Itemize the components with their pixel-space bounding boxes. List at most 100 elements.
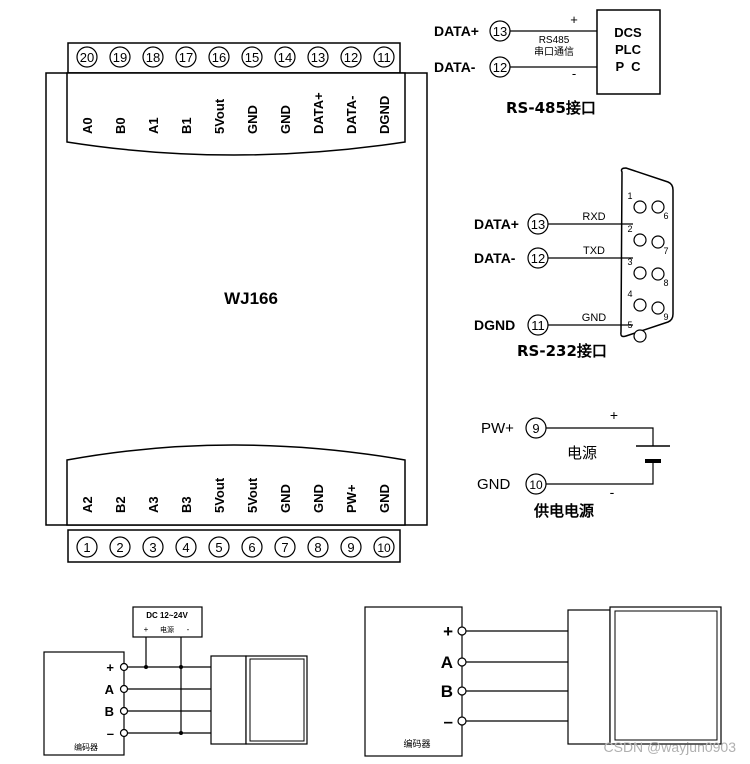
rs232-signal-gnd: GND <box>582 312 607 324</box>
module: WJ166 20A019B018A117B1165Vout15GND14GND1… <box>45 42 428 563</box>
rs232-label-dgnd: DGND <box>474 317 515 333</box>
bottom-terminal-number: 8 <box>314 540 321 555</box>
bottom-terminal-label: GND <box>278 484 293 513</box>
db9-pin-hole <box>633 298 647 312</box>
power-num-10: 10 <box>529 478 543 492</box>
top-terminal-number: 20 <box>80 50 94 65</box>
db9-pin-number: 9 <box>663 312 668 322</box>
bottom-terminal-number: 1 <box>83 540 90 555</box>
encoder-left-pin <box>119 706 129 716</box>
rs485-sign-minus: - <box>572 66 576 81</box>
top-terminal-circle <box>307 46 329 68</box>
encoder-right-pin-label: + <box>443 622 453 641</box>
bottom-terminal-label: 5Vout <box>245 477 260 513</box>
wire-junction <box>144 665 148 669</box>
bottom-terminal-label: B2 <box>113 496 128 513</box>
wiring-left: DC 12~24V + 电源 - 编码器 +PW+AA0BB0–GND <box>43 606 308 756</box>
dc-supply-label: DC 12~24V <box>146 611 188 620</box>
encoder-left-pin-label: B <box>105 704 114 719</box>
encoder-right-pin <box>457 657 467 667</box>
top-terminal-circle <box>109 46 131 68</box>
top-terminal-number: 13 <box>311 50 325 65</box>
dc-supply-plus: + <box>144 625 149 634</box>
power-terminal-10 <box>525 473 547 495</box>
top-terminal-number: 14 <box>278 50 292 65</box>
bottom-terminal-circle <box>142 536 164 558</box>
right-terminal-block <box>567 609 611 745</box>
db9-pin-number: 7 <box>663 246 668 256</box>
db9-pin-hole <box>633 200 647 214</box>
bottom-terminal-number: 2 <box>116 540 123 555</box>
top-terminal-circle <box>340 46 362 68</box>
bottom-terminal-circle <box>307 536 329 558</box>
rs485-wire-label-top: RS485 <box>539 35 570 46</box>
encoder-left-pin <box>119 684 129 694</box>
power-plus-label: PW+ <box>481 420 514 437</box>
bottom-terminal-number: 10 <box>377 541 391 555</box>
rs485-label-data-plus: DATA+ <box>434 23 479 39</box>
bottom-terminal-label: GND <box>377 484 392 513</box>
right-label-panel-inner <box>614 610 718 741</box>
host-line-plc: PLC <box>615 42 642 57</box>
db9-pin-hole <box>651 267 665 281</box>
db9-pin-number: 2 <box>627 224 632 234</box>
top-terminal-number: 12 <box>344 50 358 65</box>
db9-pin-number: 8 <box>663 278 668 288</box>
encoder-left-box <box>43 651 125 756</box>
rs485-num-13: 13 <box>493 24 507 39</box>
encoder-left-caption: 编码器 <box>74 742 98 752</box>
bottom-terminal-circle <box>373 536 395 558</box>
power-caption: 供电电源 <box>533 502 594 520</box>
power-sign-minus: - <box>610 484 615 500</box>
dc-supply-minus: - <box>187 625 190 634</box>
top-terminal-circle <box>175 46 197 68</box>
power-source-label: 电源 <box>567 444 597 462</box>
encoder-left-pin-label: A <box>105 682 115 697</box>
host-device-box <box>596 9 661 95</box>
top-terminal-label: B0 <box>113 117 128 134</box>
db9-pin-hole <box>633 329 647 343</box>
bottom-terminal-label: B3 <box>179 496 194 513</box>
top-terminal-number: 19 <box>113 50 127 65</box>
bottom-terminal-label: GND <box>311 484 326 513</box>
bottom-terminal-number: 7 <box>281 540 288 555</box>
bottom-terminal-number: 5 <box>215 540 222 555</box>
encoder-right-pin-label: A <box>441 653 453 672</box>
bottom-terminal-circle <box>175 536 197 558</box>
db9-pin-number: 3 <box>627 257 632 267</box>
bottom-terminal-circle <box>340 536 362 558</box>
db9-pin-hole <box>651 301 665 315</box>
top-terminal-circle <box>208 46 230 68</box>
rs485-sign-plus: + <box>570 12 578 27</box>
top-terminal-number: 11 <box>377 50 391 65</box>
power-supply: PW+ 9 + 电源 GND 10 - 供电电源 <box>477 407 670 520</box>
bottom-terminal-circle <box>76 536 98 558</box>
top-terminal-label: DATA+ <box>311 92 326 134</box>
top-terminals: 20A019B018A117B1165Vout15GND14GND13DATA+… <box>76 46 395 134</box>
top-terminal-number: 17 <box>179 50 193 65</box>
top-terminal-number: 15 <box>245 50 259 65</box>
dc-supply-mid: 电源 <box>160 625 174 634</box>
encoder-left-pin <box>119 662 129 672</box>
rs232-num-12: 12 <box>531 251 545 266</box>
top-terminal-label: B1 <box>179 117 194 134</box>
bottom-terminal-label: A3 <box>146 496 161 513</box>
power-num-9: 9 <box>532 421 539 436</box>
rs232-num-11: 11 <box>531 318 545 333</box>
encoder-right-pin <box>457 686 467 696</box>
dc-supply-box <box>132 606 203 638</box>
top-label-panel <box>66 72 406 156</box>
power-sign-plus: + <box>610 407 618 423</box>
top-terminal-circle <box>76 46 98 68</box>
rs232-num-13: 13 <box>531 217 545 232</box>
watermark: CSDN @wayjun0903 <box>604 739 737 755</box>
bottom-terminal-circle <box>241 536 263 558</box>
bottom-terminal-label: 5Vout <box>212 477 227 513</box>
db9-pin-hole <box>651 200 665 214</box>
encoder-left-pin-label: + <box>106 660 114 675</box>
encoder-left-pin <box>119 728 129 738</box>
top-terminal-label: A1 <box>146 117 161 134</box>
db9-pin-hole <box>651 235 665 249</box>
wiring-right: 编码器 +5VoutAA0BB0–GND <box>364 606 722 757</box>
